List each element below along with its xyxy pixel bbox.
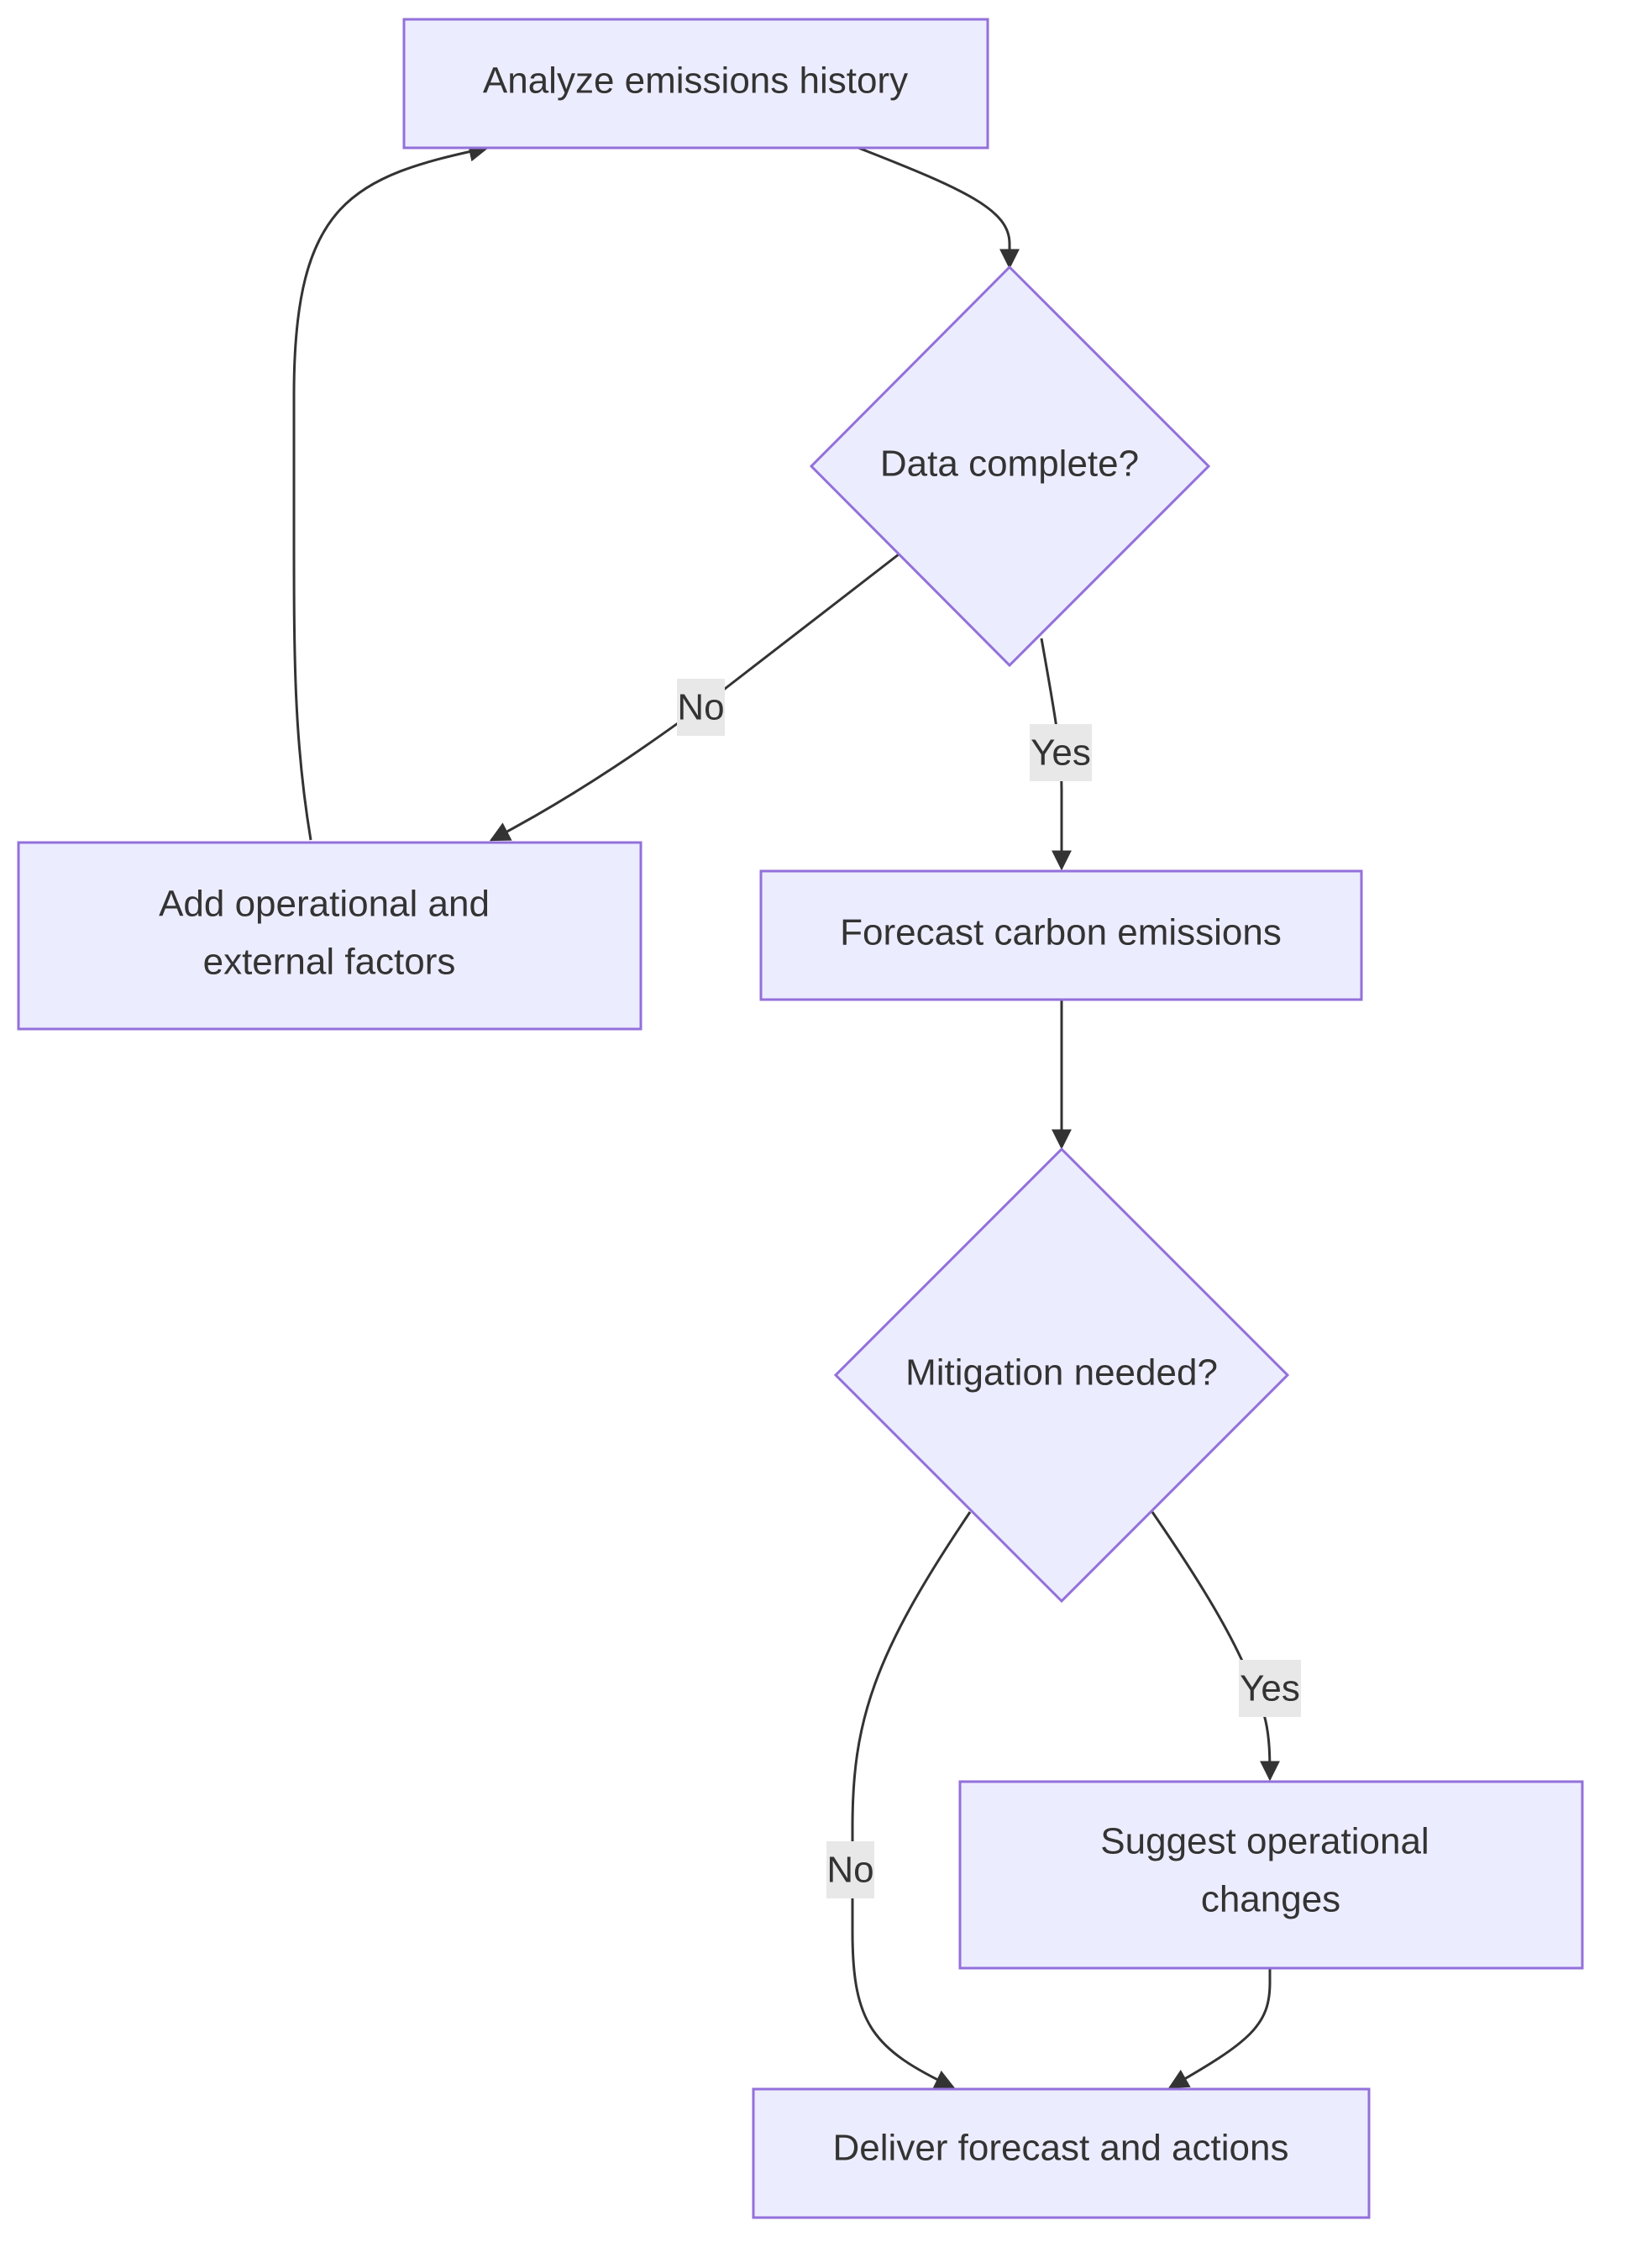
node-label-line-2: changes [1201,1879,1340,1920]
node-shape [958,1780,1584,1970]
node-shape [752,2087,1371,2219]
edge-label-mitigation-yes: Yes [1239,1660,1301,1717]
edge-analyze-to-data-complete [858,146,1020,270]
node-shape [402,18,989,150]
decision-shape [809,265,1211,668]
decision-mitigation-needed[interactable]: Mitigation needed? [833,1147,1290,1604]
node-label: Deliver forecast and actions [833,2128,1289,2169]
edge-suggest-to-deliver [1167,1964,1272,2089]
node-label-line-1: Add operational and [159,884,490,925]
node-label: Forecast carbon emissions [840,912,1282,953]
edge-labels: No Yes Yes No [677,679,1301,1898]
decision-data-complete[interactable]: Data complete? [809,265,1211,668]
edge-label-bg [1030,724,1092,781]
node-analyze-emissions-history[interactable]: Analyze emissions history [402,18,989,150]
edge-mitigation-yes [1151,1511,1280,1782]
edge-label-bg [826,1841,874,1898]
edge-mitigation-no [851,1511,972,2089]
node-label: Analyze emissions history [483,60,908,102]
edge-label-text: No [826,1850,873,1891]
nodes: Analyze emissions history Data complete?… [17,18,1584,2219]
edge-label-data-complete-no: No [677,679,725,736]
edge-label-bg [1239,1660,1301,1717]
decision-label: Mitigation needed? [905,1352,1218,1394]
edge-label-text: No [677,687,724,728]
node-deliver-forecast-actions[interactable]: Deliver forecast and actions [752,2087,1371,2219]
edge-label-mitigation-no: No [826,1841,874,1898]
edge-label-text: Yes [1240,1668,1300,1709]
node-label-line-1: Suggest operational [1100,1821,1429,1862]
node-shape [17,841,643,1031]
node-suggest-operational-changes[interactable]: Suggest operational changes [958,1780,1584,1970]
edge-add-factors-to-analyze [292,141,490,841]
decision-shape [833,1147,1290,1604]
edge-label-bg [677,679,725,736]
node-forecast-carbon-emissions[interactable]: Forecast carbon emissions [759,869,1363,1001]
node-shape [759,869,1363,1001]
edge-label-data-complete-yes: Yes [1030,724,1092,781]
node-label-line-2: external factors [203,942,456,983]
edge-label-text: Yes [1031,732,1091,774]
node-add-operational-factors[interactable]: Add operational and external factors [17,841,643,1031]
decision-label: Data complete? [880,444,1139,485]
